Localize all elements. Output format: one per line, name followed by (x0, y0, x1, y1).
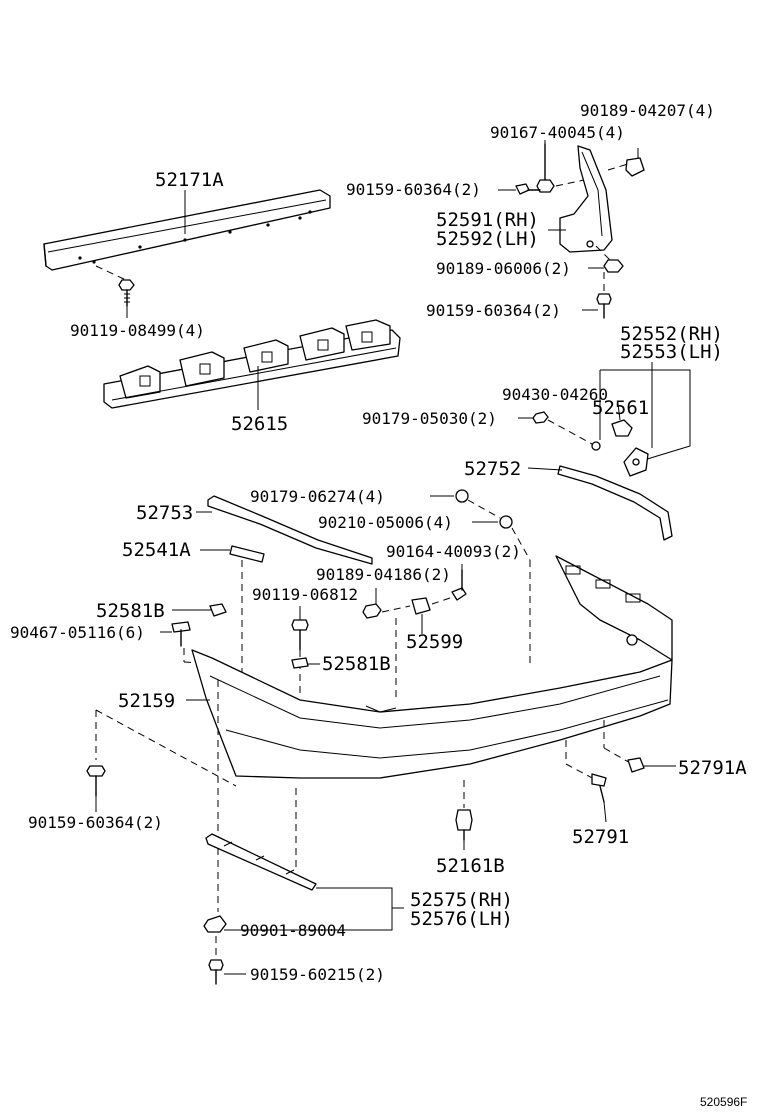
nut-icon (203, 915, 227, 933)
part-label-52791: 52791 (572, 826, 629, 848)
part-label-52171A: 52171A (155, 169, 224, 191)
part-label-52752: 52752 (464, 458, 521, 480)
bolt-icon (291, 606, 309, 651)
screw-icon (596, 272, 612, 319)
lower-bracket-drawing (205, 833, 317, 891)
clip-icon (455, 809, 473, 841)
washer-icon (591, 441, 601, 451)
bumper-reinforcement-drawing (43, 189, 331, 271)
moulding-drawing-52752 (557, 465, 673, 541)
part-label-52591: 52591(RH) (436, 209, 539, 231)
part-label-90210-05006: 90210-05006(4) (318, 513, 453, 532)
clip-icon (411, 597, 431, 615)
moulding-drawing-52753 (207, 495, 373, 565)
part-label-52581B-a: 52581B (96, 600, 165, 622)
part-label-52561: 52561 (592, 397, 649, 419)
bolt-icon (86, 765, 106, 797)
clip-icon (171, 621, 191, 647)
energy-absorber-drawing (103, 319, 401, 409)
bumper-cover-drawing (191, 555, 673, 779)
clip-icon (627, 757, 645, 773)
part-label-90167-40045: 90167-40045(4) (490, 123, 625, 142)
bolt-icon (118, 279, 135, 307)
part-label-52791A: 52791A (678, 757, 747, 779)
pad-icon-52541A (229, 545, 265, 563)
side-bracket-drawing (559, 145, 613, 253)
part-label-90430-04260: 90430-04260 (502, 385, 608, 404)
screw-icon (515, 183, 541, 195)
part-label-52161B: 52161B (436, 855, 505, 877)
nut-icon (455, 489, 469, 503)
nut-icon (362, 603, 382, 619)
part-label-90901-89004: 90901-89004 (240, 921, 346, 940)
screw-icon (591, 773, 607, 803)
part-label-90119-06812: 90119-06812 (252, 585, 358, 604)
part-label-90119-08499: 90119-08499(4) (70, 321, 205, 340)
part-label-52592: 52592(LH) (436, 228, 539, 250)
part-label-52552: 52552(RH) (620, 323, 723, 345)
grommet-icon (611, 419, 633, 437)
part-label-90159-60364-bot: 90159-60364(2) (28, 813, 163, 832)
pad-icon-52581B (209, 603, 227, 617)
part-label-52541A: 52541A (122, 539, 191, 561)
part-label-52753: 52753 (136, 502, 193, 524)
nut-icon (532, 411, 549, 424)
part-label-52599: 52599 (406, 631, 463, 653)
part-label-52581B-b: 52581B (322, 653, 391, 675)
bolt-icon (536, 143, 555, 193)
part-label-52553: 52553(LH) (620, 341, 723, 363)
part-label-90159-60364-top: 90159-60364(2) (346, 180, 481, 199)
part-label-52576: 52576(LH) (410, 908, 513, 930)
part-label-52615: 52615 (231, 413, 288, 435)
retainer-icon (499, 515, 513, 529)
bolt-icon (208, 959, 224, 985)
nut-icon (603, 259, 624, 273)
part-label-90467-05116: 90467-05116(6) (10, 623, 145, 642)
part-label-90159-60364-mid: 90159-60364(2) (426, 301, 561, 320)
part-label-52159: 52159 (118, 690, 175, 712)
screw-icon (451, 569, 467, 601)
part-label-90189-04207: 90189-04207(4) (580, 101, 715, 120)
part-label-90179-06274: 90179-06274(4) (250, 487, 385, 506)
diagram-code: 520596F (700, 1095, 747, 1109)
part-label-90159-60215: 90159-60215(2) (250, 965, 385, 984)
pad-icon-52581B (291, 657, 309, 669)
part-label-90179-05030: 90179-05030(2) (362, 409, 497, 428)
part-label-90189-04186: 90189-04186(2) (316, 565, 451, 584)
clip-icon (625, 157, 645, 177)
part-label-52575: 52575(RH) (410, 889, 513, 911)
part-label-90189-06006: 90189-06006(2) (436, 259, 571, 278)
lamp-bracket-icon (623, 447, 649, 477)
part-label-90164-40093: 90164-40093(2) (386, 542, 521, 561)
